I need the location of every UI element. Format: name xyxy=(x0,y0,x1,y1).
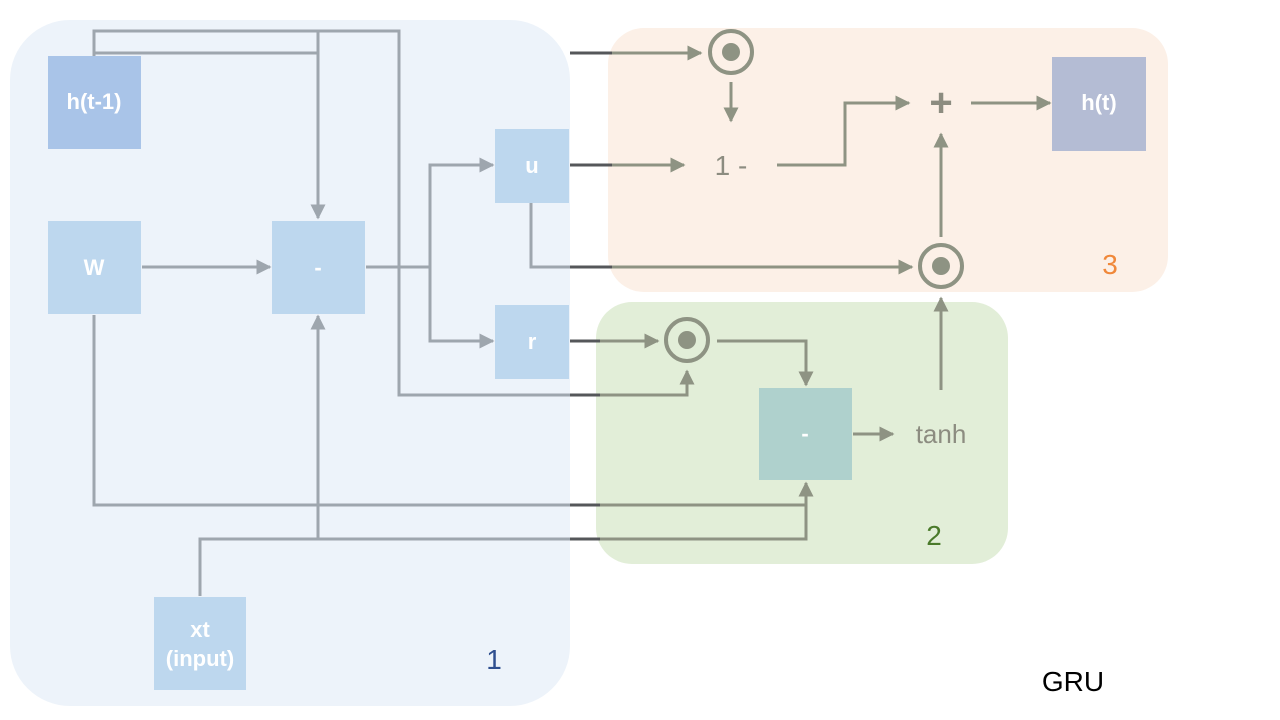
region-3-background xyxy=(608,28,1168,292)
plus-operator: + xyxy=(929,81,952,125)
region-3-number: 3 xyxy=(1102,249,1118,280)
node-u-label: u xyxy=(525,153,538,178)
wire-xt-to-candidate xyxy=(600,505,808,541)
node-h-prev-label: h(t-1) xyxy=(67,89,122,114)
input-wires xyxy=(92,29,570,596)
diagram-title: GRU xyxy=(1042,666,1104,697)
boundary-wires xyxy=(570,51,612,541)
wire-u-down xyxy=(529,203,570,269)
hadamard-product-top xyxy=(708,29,754,75)
hadamard-product-reset xyxy=(664,317,710,363)
wire-hprev-bus xyxy=(92,29,570,397)
node-candidate-label: - xyxy=(801,421,808,446)
node-u: u xyxy=(495,129,569,203)
gate-wires xyxy=(600,45,1052,541)
region-1-number: 1 xyxy=(486,644,502,675)
wire-xt-up xyxy=(198,537,570,596)
node-candidate: - xyxy=(759,388,852,480)
wire-one-minus-to-plus xyxy=(777,95,911,167)
one-minus-operator: 1 - xyxy=(715,150,748,181)
node-combine: - xyxy=(272,221,365,314)
tanh-label: tanh xyxy=(916,419,967,449)
wire-w-down xyxy=(92,315,570,507)
node-h-t-label: h(t) xyxy=(1081,90,1116,115)
wire-hprev-to-r-product xyxy=(600,369,695,397)
region-2-number: 2 xyxy=(926,520,942,551)
hadamard-product-bottom xyxy=(918,243,964,289)
node-h-t: h(t) xyxy=(1052,57,1146,151)
node-x-input: xt (input) xyxy=(154,597,246,690)
node-combine-label: - xyxy=(314,255,321,280)
node-x-input-label-line1: xt xyxy=(190,617,210,642)
node-x-input-label-line2: (input) xyxy=(166,646,234,671)
wire-to-r xyxy=(428,267,495,349)
node-r-label: r xyxy=(528,329,537,354)
node-w-label: W xyxy=(84,255,105,280)
wire-r-product-to-candidate xyxy=(717,339,814,387)
node-h-prev: h(t-1) xyxy=(48,56,141,149)
node-w: W xyxy=(48,221,141,314)
node-r: r xyxy=(495,305,569,379)
wire-to-u xyxy=(428,157,495,267)
